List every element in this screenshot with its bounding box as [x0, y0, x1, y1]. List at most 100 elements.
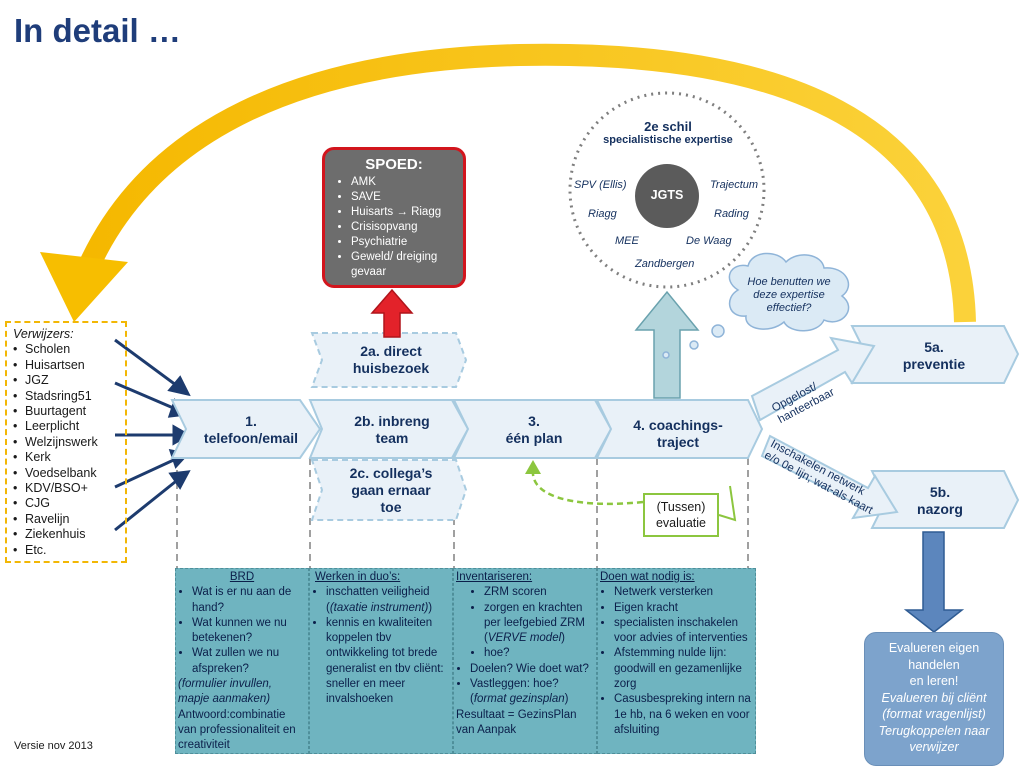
schil-item: MEE: [615, 235, 639, 247]
step-2c-shape: [310, 459, 468, 521]
list-item: ZRM scoren: [484, 585, 594, 600]
column-duo: Werken in duo’s: inschatten veiligheid((…: [309, 568, 453, 754]
cloud-question: Hoe benutten we deze expertise effectief…: [747, 276, 831, 314]
schil-item: Riagg: [588, 208, 617, 220]
list-item: hoe?: [484, 646, 594, 661]
step-1-label: telefoon/email: [203, 430, 299, 446]
item-text: Vastleggen: hoe?: [470, 678, 559, 691]
step-2a: 2a. direct huisbezoek: [322, 343, 460, 377]
item-note: format gezinsplan: [473, 693, 565, 706]
process-row: [170, 399, 764, 459]
step-5a-label: preventie: [902, 356, 966, 372]
column-title: Doen wat nodig is:: [600, 571, 695, 583]
evaluate-line2: en leren!: [909, 674, 959, 688]
list-item: Geweld/ dreiging gevaar: [351, 250, 463, 280]
evaluate-line3: Evalueren bij cliënt (format vragenlijst…: [881, 690, 987, 722]
evaluation-feedback-arrow: [525, 460, 737, 522]
list-item: JGZ: [13, 373, 121, 388]
list-item: Crisisopvang: [351, 220, 463, 235]
step-4-shape: [595, 399, 764, 459]
verwijzers-title: Verwijzers:: [13, 327, 74, 341]
arrow-to-5a: [750, 336, 876, 422]
list-item: SAVE: [351, 190, 463, 205]
step-3: 3. één plan: [466, 413, 602, 447]
schil-heading: 2e schil specialistische expertise: [600, 119, 736, 147]
version-label: Versie nov 2013: [14, 740, 93, 752]
list-item: Huisartsen: [13, 358, 121, 373]
schil-item: Trajectum: [710, 179, 759, 191]
spoed-box: SPOED: AMK SAVE Huisarts → Riagg Crisiso…: [322, 147, 466, 288]
list-item: Stadsring51: [13, 389, 121, 404]
list-item: Huisarts → Riagg: [351, 205, 463, 220]
list-item: Vastleggen: hoe?(format gezinsplan): [470, 677, 594, 708]
schil-title: 2e schil: [644, 119, 692, 134]
column-doen: Doen wat nodig is: Netwerk versterken Ei…: [597, 568, 756, 754]
step-2b: 2b. inbreng team: [322, 413, 462, 447]
list-item: Casusbespreking intern na 1e hb, na 6 we…: [614, 692, 753, 738]
schil-up-arrow: [634, 290, 700, 399]
page-title: In detail …: [14, 12, 181, 49]
list-item: Voedselbank: [13, 466, 121, 481]
step-2c-line3: toe: [380, 499, 402, 515]
feedback-arc-arrow: [40, 43, 976, 323]
step-2c-line1: 2c. collega’s: [349, 465, 433, 481]
step-2b-line2: team: [375, 430, 409, 446]
step-3-shape: [452, 399, 613, 459]
jgts-label: JGTS: [650, 188, 684, 202]
schil-item: Rading: [714, 208, 749, 220]
column-title: Werken in duo’s:: [315, 571, 401, 583]
list-item: Wat is er nu aan de hand?: [192, 585, 306, 616]
list-item: AMK: [351, 175, 463, 190]
step-5a: 5a. preventie: [866, 339, 1002, 373]
step-4: 4. coachings- traject: [610, 417, 746, 451]
column-title: Inventariseren:: [456, 571, 533, 583]
list-item: Afstemming nulde lijn: goodwill en gezam…: [614, 646, 753, 692]
list-item: Etc.: [13, 543, 121, 558]
list-item: Ziekenhuis: [13, 527, 121, 542]
step-4-line1: 4. coachings-: [633, 417, 723, 433]
thought-cloud: [662, 252, 850, 359]
list-item: Scholen: [13, 342, 121, 357]
step-2b-line1: 2b. inbreng: [354, 413, 430, 429]
list-item: Buurtagent: [13, 404, 121, 419]
evaluate-line4: Terugkoppelen naar verwijzer: [878, 723, 990, 755]
schil-item: SPV (Ellis): [574, 179, 627, 191]
item-note: (taxatie instrument): [329, 601, 429, 614]
step-3-label: één plan: [505, 430, 563, 446]
list-item: zorgen en krachten per leefgebied ZRM(VE…: [484, 601, 594, 647]
list-item: Wat zullen we nu afspreken?: [192, 646, 306, 677]
column-extra: Antwoord:combinatie van professionalitei…: [178, 708, 296, 752]
item-note: VERVE model: [487, 632, 562, 645]
column-title: BRD: [229, 571, 255, 583]
step-5b-label: nazorg: [917, 501, 963, 517]
evaluate-down-arrow: [903, 531, 965, 633]
schil-item: De Waag: [686, 235, 732, 247]
item-text: zorgen en krachten per leefgebied ZRM: [484, 601, 585, 629]
step-3-number: 3.: [528, 413, 540, 429]
step-2c: 2c. collega’s gaan ernaar toe: [322, 465, 460, 516]
list-item: inschatten veiligheid((taxatie instrumen…: [326, 585, 450, 616]
list-item: specialisten inschakelen voor advies of …: [614, 616, 753, 647]
jgts-circle: [635, 164, 699, 228]
column-result: Resultaat = GezinsPlan van Aanpak: [456, 708, 577, 736]
column-inventariseren: Inventariseren: ZRM scoren zorgen en kra…: [453, 568, 597, 754]
schil-subtitle: specialistische expertise: [603, 134, 733, 146]
step-1-number: 1.: [245, 413, 257, 429]
evaluate-line1: Evalueren eigen handelen: [888, 641, 980, 672]
step-1: 1. telefoon/email: [186, 413, 316, 447]
list-item: Wat kunnen we nu betekenen?: [192, 616, 306, 647]
step-2a-line2: huisbezoek: [352, 360, 430, 376]
item-text: inschatten veiligheid: [326, 586, 430, 599]
list-item: Ravelijn: [13, 512, 121, 527]
tussen-evaluatie-box: (Tussen) evaluatie: [643, 493, 719, 537]
list-item: Leerplicht: [13, 419, 121, 434]
list-item: KDV/BSO+: [13, 481, 121, 496]
schil-item: Zandbergen: [635, 258, 695, 270]
spoed-up-arrow: [370, 288, 414, 338]
verwijzers-list: Scholen Huisartsen JGZ Stadsring51 Buurt…: [13, 342, 121, 558]
column-note: (formulier invullen, mapje aanmaken): [178, 678, 272, 706]
list-item: CJG: [13, 496, 121, 511]
spoed-title: SPOED:: [365, 156, 423, 173]
list-item: Doelen? Wie doet wat?: [470, 662, 594, 677]
